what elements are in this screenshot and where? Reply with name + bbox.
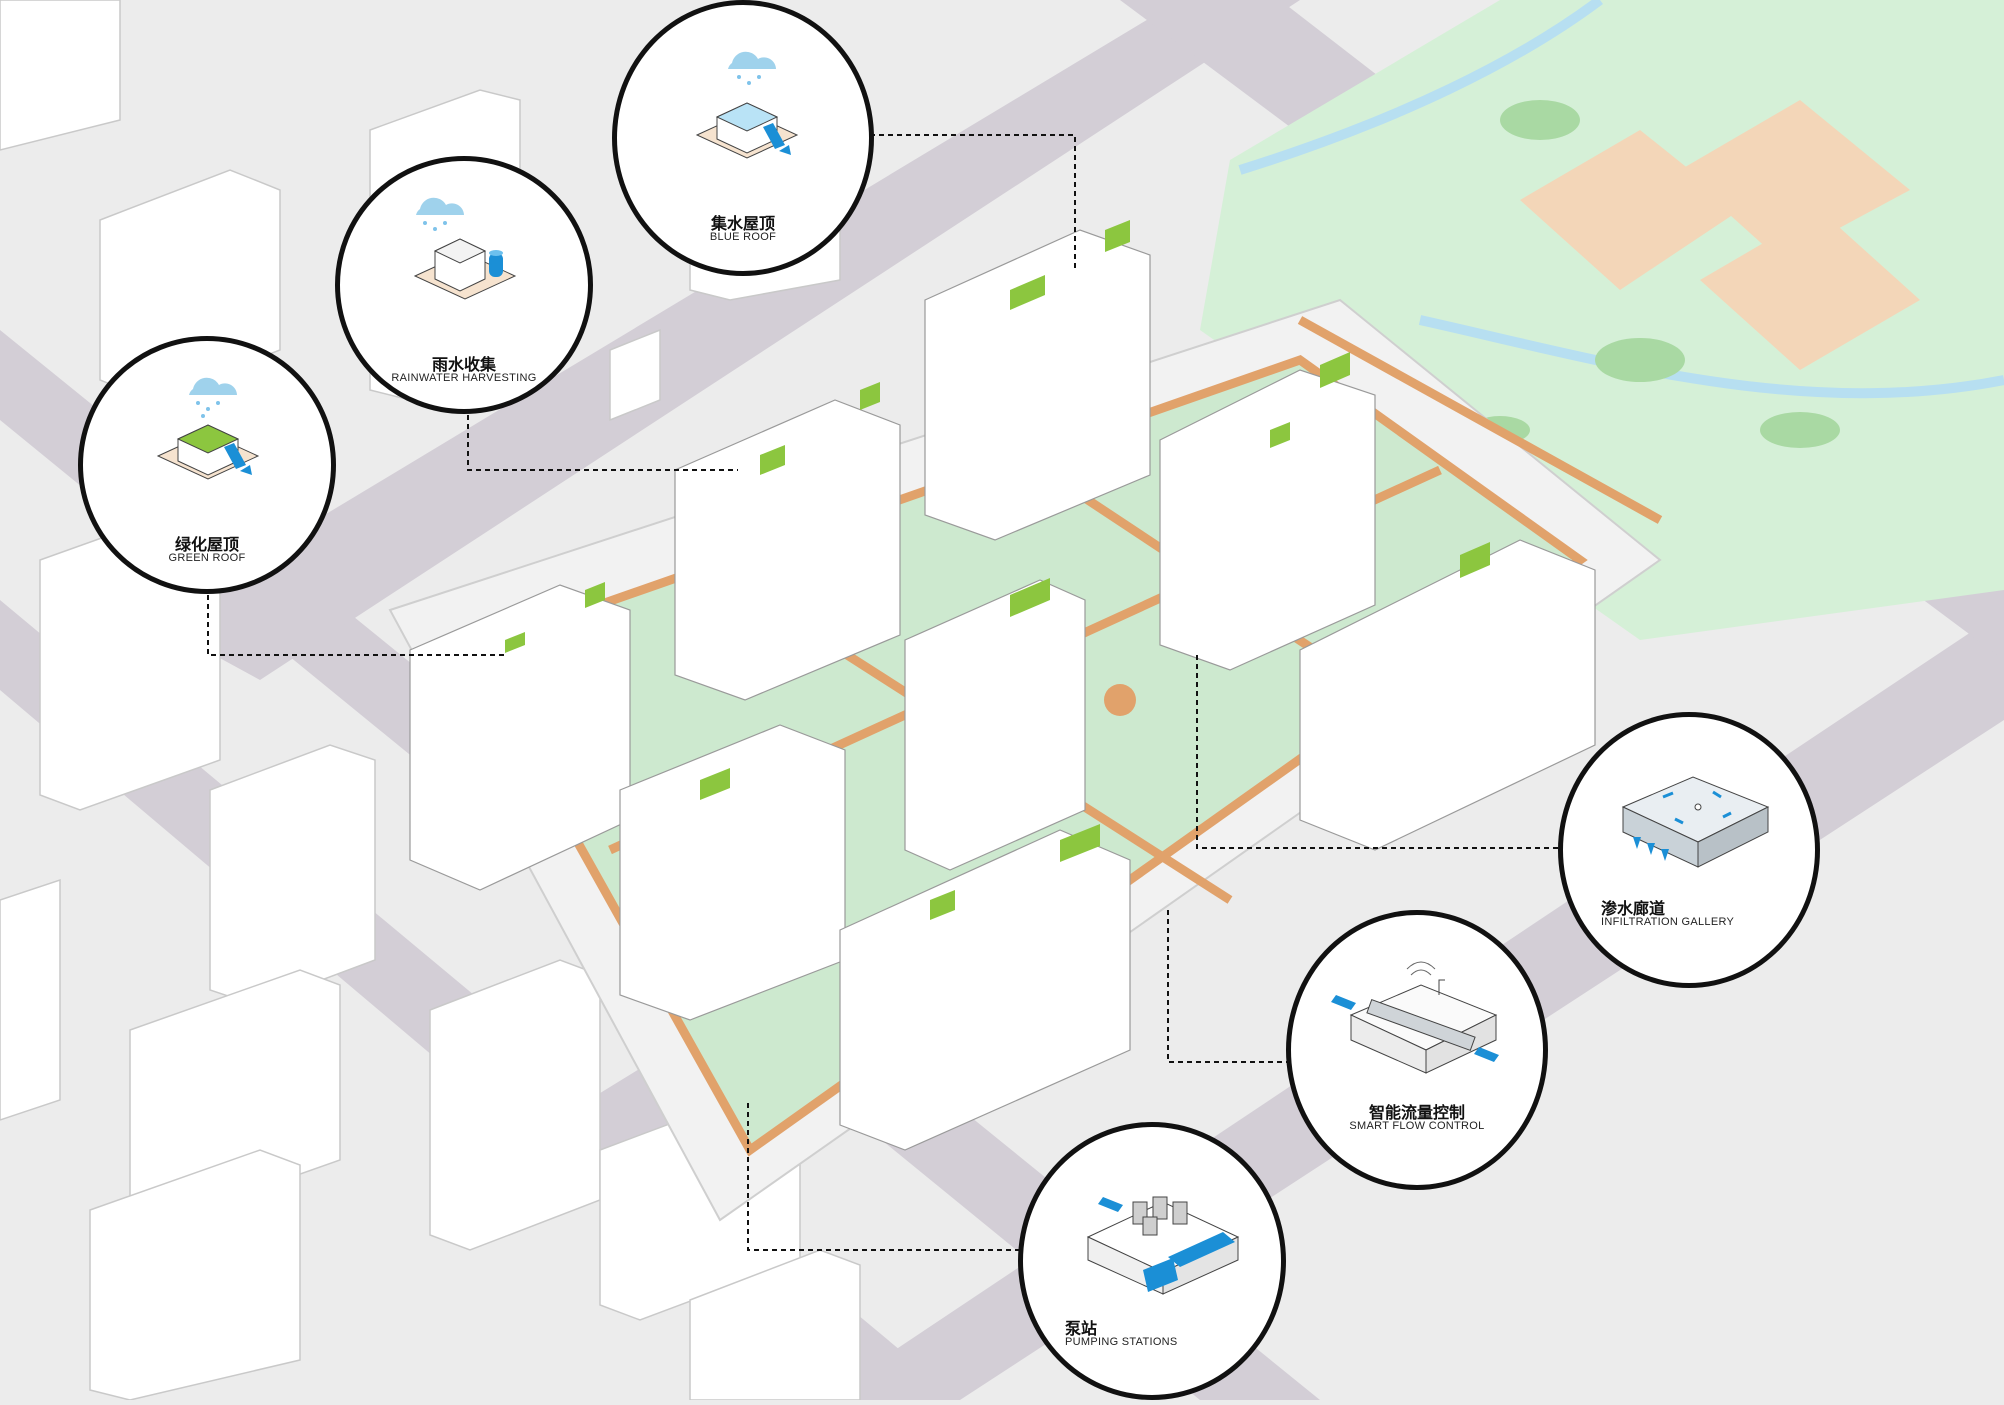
residential-towers — [409, 229, 1596, 1151]
smart-flow-control-zh-label: 智能流量控制 — [1368, 1103, 1465, 1122]
smart-flow-control-callout: 智能流量控制 SMART FLOW CONTROL — [1286, 910, 1548, 1190]
smart-flow-control-icon — [1331, 961, 1499, 1074]
pumping-stations-callout: 泵站 PUMPING STATIONS — [1018, 1122, 1286, 1400]
rainwater-harvesting-zh-label: 雨水收集 — [431, 355, 496, 374]
pumping-stations-en-label: PUMPING STATIONS — [1065, 1336, 1178, 1348]
blue-roof-icon — [695, 51, 799, 159]
green-roof-patches — [505, 220, 1490, 920]
green-roof-callout: 绿化屋顶 GREEN ROOF — [78, 336, 336, 594]
blue-roof-callout: 集水屋顶 BLUE ROOF — [612, 0, 874, 276]
green-roof-icon — [156, 377, 260, 480]
rainwater-tank-icon — [413, 197, 517, 300]
leader-lines — [207, 134, 1560, 1251]
blue-roof-en-label: BLUE ROOF — [709, 231, 777, 243]
rainwater-harvesting-callout: 雨水收集 RAINWATER HARVESTING — [335, 156, 593, 414]
pumping-stations-zh-label: 泵站 — [1065, 1319, 1098, 1338]
infiltration-gallery-en-label: INFILTRATION GALLERY — [1601, 916, 1735, 928]
green-roof-en-label: GREEN ROOF — [168, 552, 246, 564]
smart-flow-control-en-label: SMART FLOW CONTROL — [1349, 1120, 1485, 1132]
rainwater-harvesting-en-label: RAINWATER HARVESTING — [391, 372, 537, 384]
infiltration-gallery-zh-label: 渗水廊道 — [1601, 899, 1666, 918]
green-roof-zh-label: 绿化屋顶 — [174, 535, 239, 554]
pumping-station-icon — [1086, 1196, 1240, 1295]
infiltration-gallery-icon — [1621, 776, 1770, 868]
infiltration-gallery-callout: 渗水廊道 INFILTRATION GALLERY — [1558, 712, 1820, 988]
park — [1200, 0, 2004, 640]
blue-roof-zh-label: 集水屋顶 — [710, 214, 775, 233]
